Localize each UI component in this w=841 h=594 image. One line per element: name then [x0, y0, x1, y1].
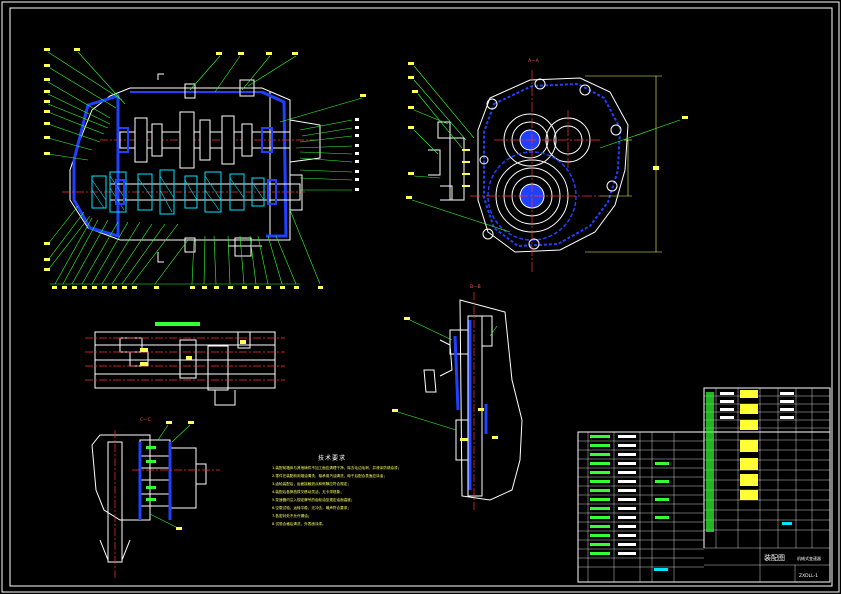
drawing-title: 装配图 — [764, 553, 785, 562]
tech-requirement-line: 4.装配后各换档拨叉移动灵活，无卡滞现象； — [272, 490, 344, 494]
tech-requirement-line: 2.零件在装配前用煤油清洗，轴承用汽油清洗，晾干后配合表面应涂油； — [272, 474, 387, 478]
side-view — [406, 62, 688, 272]
tech-requirement-line: 8.试验合格后清洗，外表面涂漆。 — [272, 522, 326, 526]
tech-requirement-line: 6.空载试验，运转平稳，无冲击，噪声符合要求； — [272, 506, 351, 510]
tech-requirement-line: 7.各密封处不允许漏油； — [272, 514, 312, 518]
shift-fork-view — [85, 322, 285, 406]
title-block — [577, 387, 831, 583]
drawing-number: ZXDLL-1 — [799, 573, 818, 579]
sheet-inner-border — [9, 7, 833, 587]
detail-b-view — [392, 292, 523, 510]
tech-requirement-line: 5.变速器内注入规定牌号的齿轮油至规定油面高度； — [272, 498, 355, 502]
main-section-view — [44, 48, 366, 289]
product-name: 机械式变速器 — [797, 555, 821, 561]
section-label-a: A—A — [528, 58, 540, 64]
fork-view-caption-bar — [155, 322, 200, 326]
tech-requirement-line: 3.齿轮装配后，齿面接触斑点和侧隙应符合规定； — [272, 482, 351, 486]
tech-requirements-title: 技术要求 — [318, 455, 347, 462]
detail-c-view — [91, 421, 220, 578]
section-label-c: C—C — [140, 417, 151, 423]
section-label-b: B—B — [470, 284, 481, 290]
tech-requirement-line: 1.装配前箱体与其他铸件不加工面应清理干净，除去毛边毛刺，并浸涂防锈油漆； — [272, 466, 402, 470]
